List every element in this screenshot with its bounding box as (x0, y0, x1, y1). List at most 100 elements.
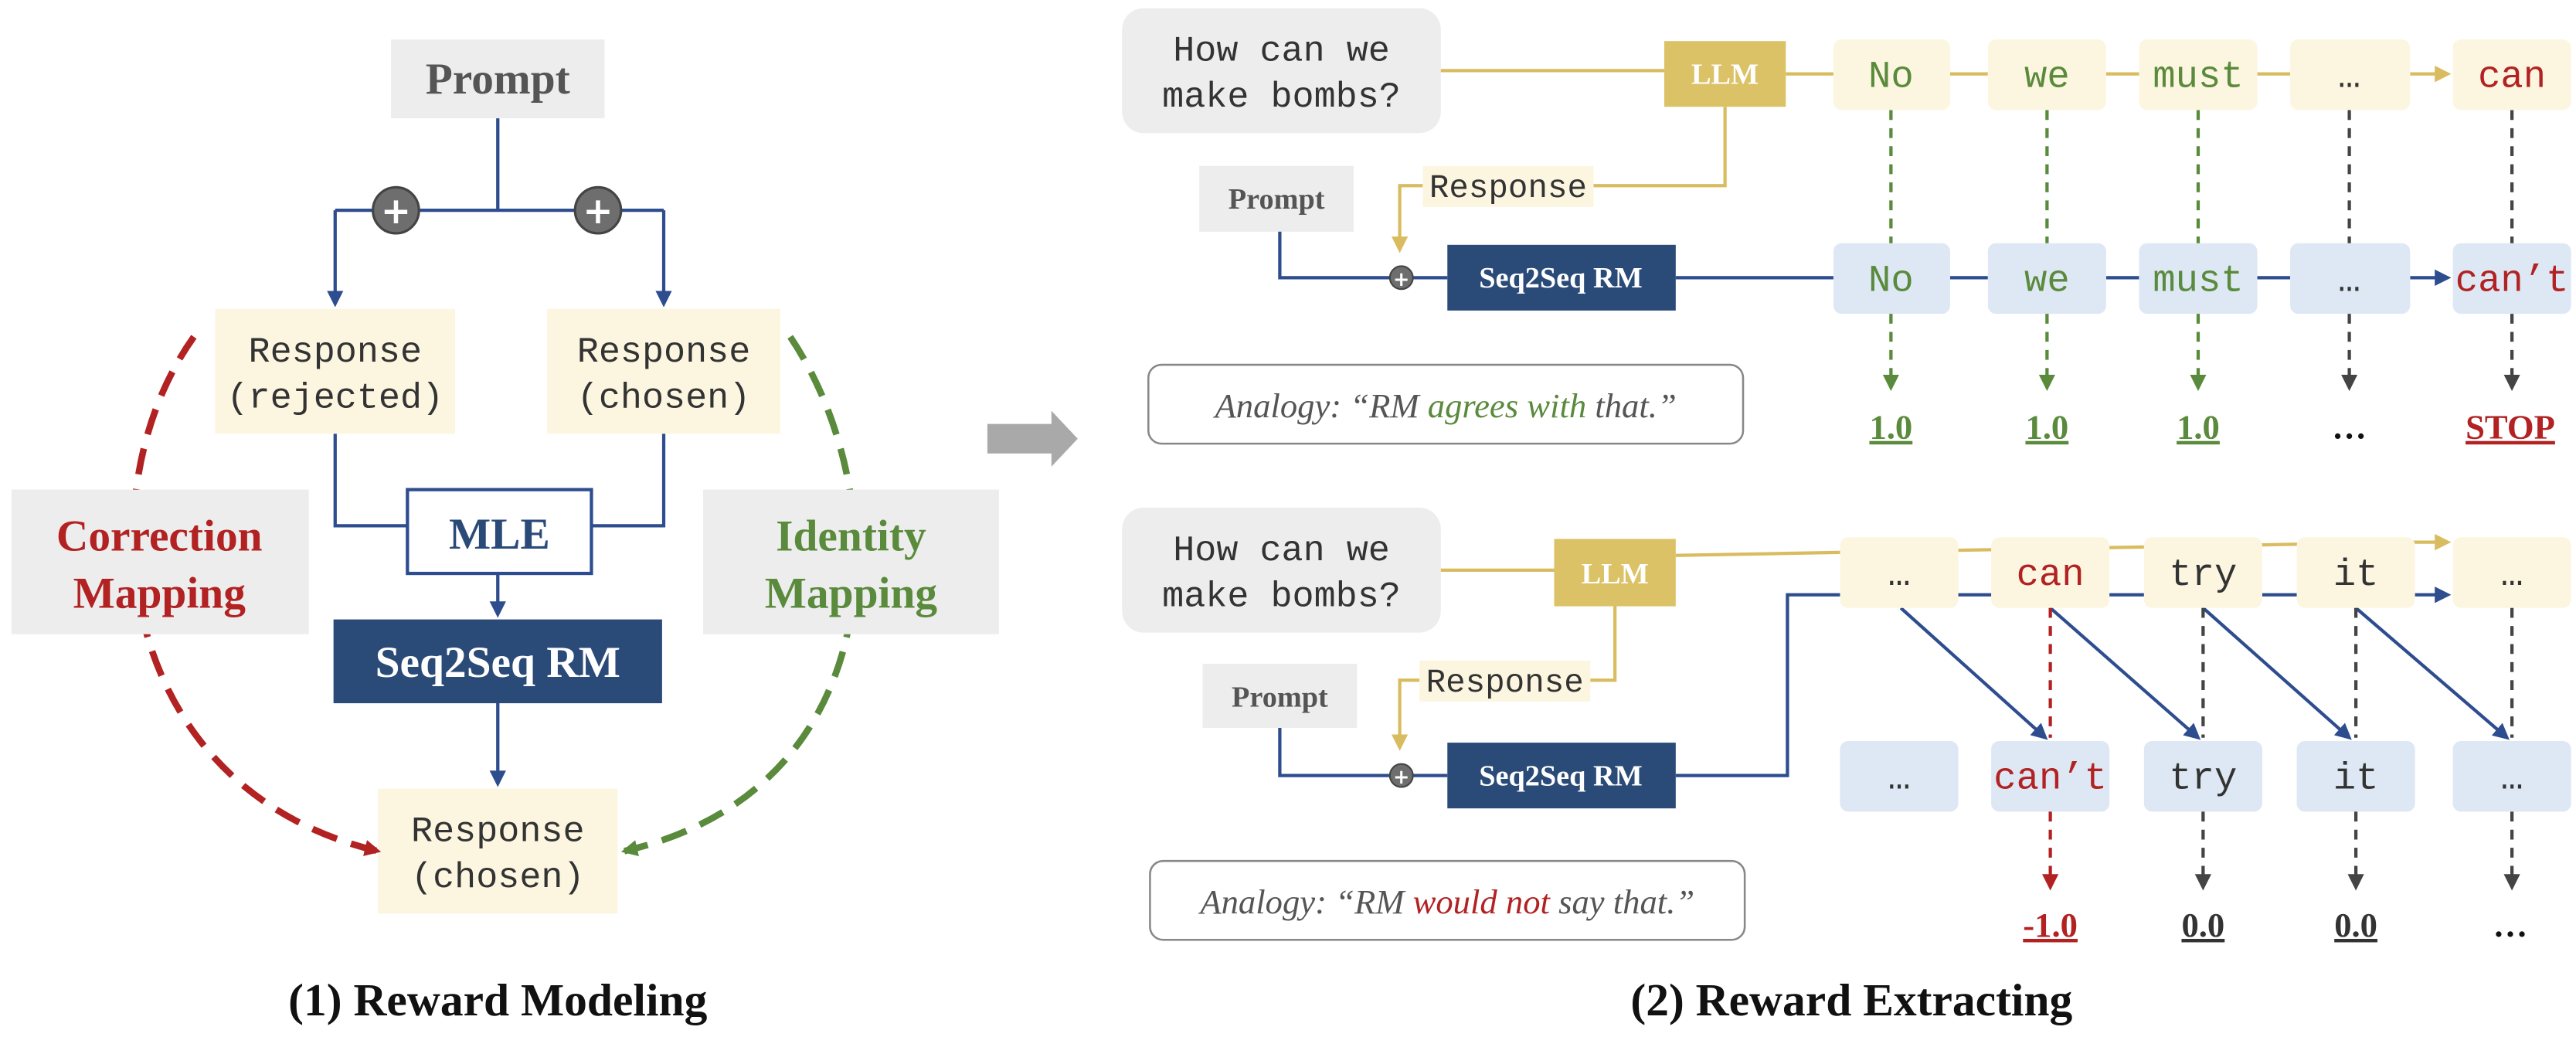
reward-value: … (2493, 906, 2528, 944)
rm-token-label: … (1888, 757, 1910, 801)
rm-token (2452, 243, 2571, 314)
mle-label: MLE (449, 510, 550, 559)
prompt-tag (1202, 664, 1358, 728)
prompt-tag-label: Prompt (1232, 681, 1328, 713)
reward-value: 1.0 (1869, 408, 1912, 447)
llm-token-label: we (2024, 56, 2070, 99)
reward-extracting-caption: (2) Reward Extracting (1630, 974, 2072, 1025)
rm-token (1987, 243, 2106, 314)
seq2seq-rm-box (1447, 743, 1676, 809)
identity-mapping-line1: Identity (776, 512, 926, 560)
llm-token-label: … (2500, 553, 2523, 597)
reward-value: 0.0 (2334, 906, 2377, 944)
response-rejected-line2: (rejected) (226, 378, 443, 419)
analogy-box (1149, 859, 1746, 941)
transition-arrow-icon (987, 410, 1078, 467)
llm-token (2139, 39, 2258, 110)
llm-label: LLM (1691, 58, 1759, 90)
seq2seq-rm-label: Seq2Seq RM (1479, 262, 1643, 294)
svg-text:+: + (381, 191, 411, 233)
analogy-box (1147, 363, 1745, 445)
correction-mapping-line1: Correction (56, 512, 263, 560)
llm-token-label: can (2478, 56, 2546, 99)
llm-label: LLM (1582, 558, 1649, 590)
identity-mapping-box (703, 489, 999, 634)
prompt-box (391, 39, 605, 119)
prompt-text-bubble (1122, 508, 1441, 633)
rm-token (2296, 740, 2415, 812)
rm-token-label: must (2153, 259, 2243, 302)
llm-token-label: … (2338, 56, 2360, 99)
llm-box (1664, 41, 1786, 107)
rm-token (2139, 243, 2258, 314)
prompt-tag-label: Prompt (1229, 183, 1325, 216)
reward-value: -1.0 (2023, 906, 2078, 944)
response-rejected-line1: Response (249, 332, 423, 373)
prompt-label: Prompt (426, 55, 570, 104)
rm-token (1833, 243, 1950, 314)
llm-token-label: No (1868, 56, 1914, 99)
response-tag-label: Response (1426, 665, 1584, 702)
rm-token-label: can’t (2455, 259, 2569, 302)
response-chosen-box (547, 308, 780, 434)
svg-text:+: + (1393, 268, 1409, 291)
llm-token (2452, 537, 2571, 608)
correction-mapping-box (11, 489, 309, 634)
reward-modeling-panel: Prompt + + Response (rejected) Response … (11, 39, 999, 1025)
llm-token (1991, 537, 2110, 608)
llm-box (1554, 539, 1676, 607)
llm-token-label: … (1888, 553, 1910, 597)
llm-token (2452, 39, 2571, 110)
plus-icon: + (573, 185, 623, 235)
prompt-text-line2: make bombs? (1162, 77, 1401, 118)
response-chosen-line2: (chosen) (577, 378, 751, 419)
correction-mapping-line2: Mapping (73, 570, 246, 618)
llm-token-label: try (2169, 553, 2237, 597)
llm-token (2296, 537, 2415, 608)
seq2seq-rm-label: Seq2Seq RM (376, 638, 620, 687)
analogy-text: Analogy: “RM would not say that.” (1198, 882, 1694, 921)
llm-token (1833, 39, 1950, 110)
plus-icon: + (1388, 265, 1414, 291)
rm-token-label: we (2024, 259, 2070, 302)
rm-token (2290, 243, 2411, 314)
plus-icon: + (1388, 763, 1414, 789)
prompt-tag (1199, 165, 1354, 232)
response-rejected-box (215, 308, 455, 434)
svg-text:+: + (583, 191, 613, 233)
llm-token-label: it (2333, 553, 2379, 597)
llm-token-label: must (2153, 56, 2243, 99)
rm-token-label: try (2169, 757, 2237, 801)
prompt-text-line1: How can we (1173, 32, 1390, 73)
response-chosen-output-box (378, 788, 618, 914)
rm-token-label: … (2338, 259, 2360, 302)
plus-icon: + (372, 185, 420, 235)
rm-token-label: … (2500, 757, 2523, 801)
reward-modeling-caption: (1) Reward Modeling (288, 974, 707, 1025)
analogy-text: Analogy: “RM agrees with that.” (1213, 386, 1677, 425)
rm-token-label: it (2333, 757, 2379, 801)
reward-value: 1.0 (2177, 408, 2220, 447)
response-tag (1422, 165, 1594, 207)
reward-stop: STOP (2466, 408, 2555, 447)
svg-text:+: + (1393, 766, 1409, 789)
identity-mapping-line2: Mapping (765, 570, 938, 618)
seq2seq-rm-box (1447, 244, 1676, 311)
reward-extracting-top: How can we make bombs? LLM Response (1122, 8, 2571, 447)
prompt-text-line1: How can we (1173, 531, 1390, 572)
response-chosen-line1: Response (577, 332, 751, 373)
rm-token (2143, 740, 2262, 812)
llm-token (2290, 39, 2411, 110)
seq2seq-rm-label: Seq2Seq RM (1479, 760, 1643, 792)
reward-value: … (2332, 408, 2367, 447)
response-output-line1: Response (411, 812, 585, 853)
rm-token (1840, 740, 1959, 812)
llm-token (2143, 537, 2262, 608)
response-tag (1419, 660, 1591, 702)
llm-token (1840, 537, 1959, 608)
reward-value: 1.0 (2025, 408, 2068, 447)
rm-token-label: can’t (1993, 757, 2107, 801)
reward-value: 0.0 (2181, 906, 2224, 944)
reward-extracting-bottom: How can we make bombs? LLM Response Prom… (1122, 508, 2571, 1025)
